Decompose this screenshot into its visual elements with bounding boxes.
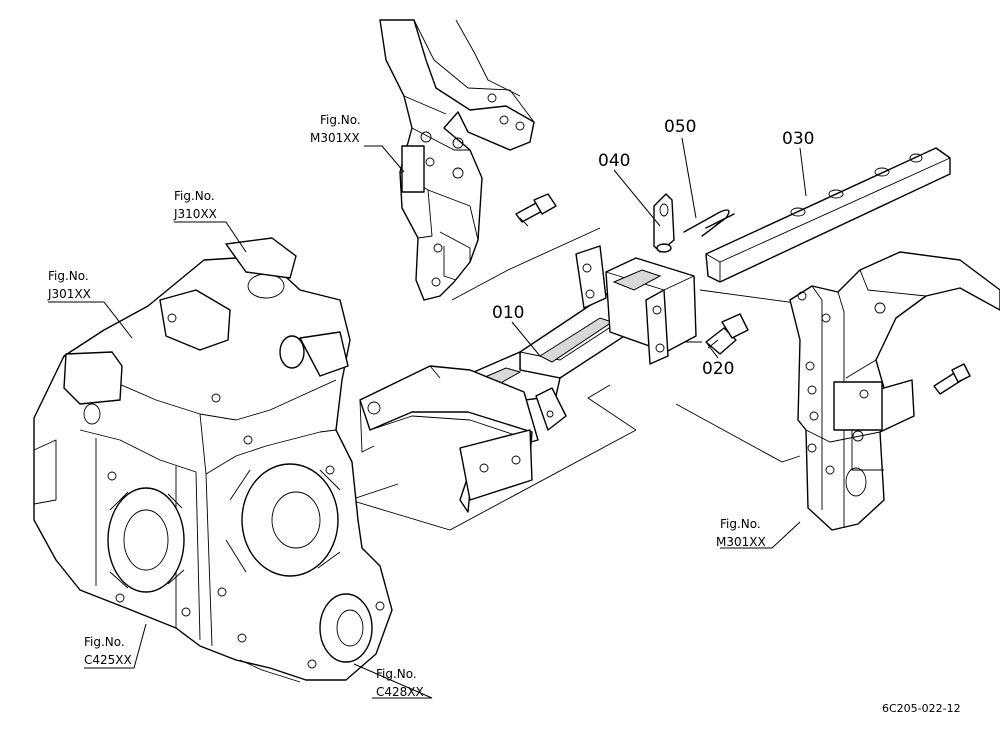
leader-lines <box>48 137 807 699</box>
diagram-code: 6C205-022-12 <box>882 702 961 715</box>
part-number-030: 030 <box>782 129 814 149</box>
part-number-010: 010 <box>492 303 524 323</box>
ref-j301: Fig.No. J301XX <box>47 269 91 301</box>
ref-c425-label: Fig.No. <box>84 635 125 649</box>
part-number-040: 040 <box>598 151 630 171</box>
ref-c425: Fig.No. C425XX <box>84 635 132 667</box>
ref-c428: Fig.No. C428XX <box>376 667 424 699</box>
ref-j310: Fig.No. J310XX <box>173 189 217 221</box>
transmission-housing <box>33 237 393 683</box>
assembly-guide-lines <box>348 227 819 531</box>
ref-c425-code: C425XX <box>84 653 132 667</box>
right-frame-bracket <box>789 251 1000 531</box>
ref-m301-right-code: M301XX <box>716 535 766 549</box>
part-number-labels: 010 020 030 040 050 <box>492 117 814 379</box>
ref-m301-right-label: Fig.No. <box>720 517 761 531</box>
part-010-hitch-bracket <box>359 245 697 513</box>
part-040-pin <box>653 193 675 253</box>
part-number-020: 020 <box>702 359 734 379</box>
top-frame-bracket <box>379 19 557 301</box>
ref-j310-code: J310XX <box>173 207 217 221</box>
part-number-050: 050 <box>664 117 696 137</box>
figure-reference-labels: Fig.No. M301XX Fig.No. J310XX Fig.No. J3… <box>47 113 766 699</box>
part-020-bolt <box>705 313 749 355</box>
ref-m301-top-code: M301XX <box>310 131 360 145</box>
ref-c428-code: C428XX <box>376 685 424 699</box>
ref-m301-right: Fig.No. M301XX <box>716 517 766 549</box>
ref-c428-label: Fig.No. <box>376 667 417 681</box>
ref-m301-top-label: Fig.No. <box>320 113 361 127</box>
part-050-r-clip <box>683 209 735 237</box>
ref-j301-label: Fig.No. <box>48 269 89 283</box>
part-030-drawbar <box>705 147 951 283</box>
ref-m301-top: Fig.No. M301XX <box>310 113 361 145</box>
ref-j310-label: Fig.No. <box>174 189 215 203</box>
ref-j301-code: J301XX <box>47 287 91 301</box>
